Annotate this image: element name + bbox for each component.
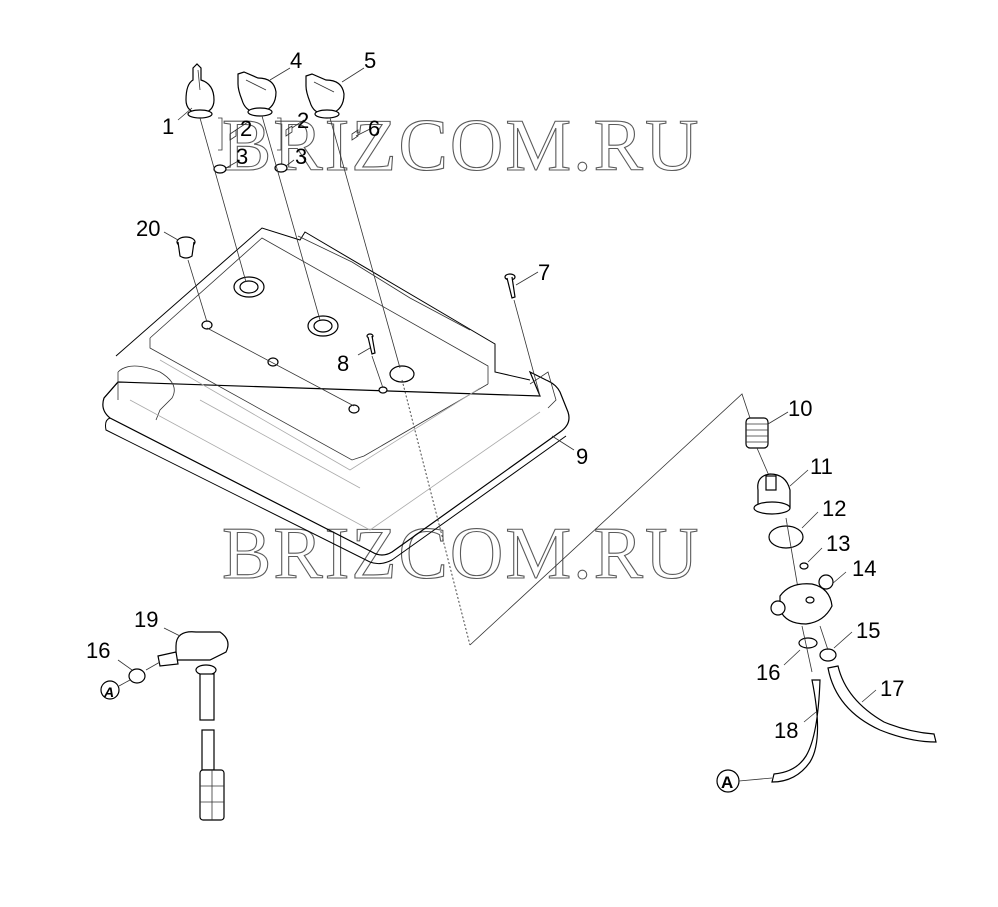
callout-3a: 3: [236, 144, 248, 169]
cap-part-11: [753, 473, 791, 515]
callout-3b: 3: [295, 144, 307, 169]
seal-parts-2-3-6: [213, 117, 359, 174]
oring-part-13: [799, 562, 809, 570]
watermark-bottom: BRIZCOM.RU: [222, 513, 700, 595]
clamp-part-16-right: [798, 625, 818, 673]
reference-marker-a-left: A: [100, 679, 131, 700]
cap-part-20: [176, 236, 196, 259]
callout-11: 11: [810, 454, 833, 479]
spring-part-10: [745, 417, 771, 479]
svg-text:A: A: [103, 684, 114, 700]
callout-2b: 2: [297, 108, 309, 133]
valve-body-part-14: [770, 574, 834, 625]
suction-pipe-part-19: [157, 631, 229, 821]
callout-16-right: 16: [756, 660, 780, 685]
reference-marker-a-right: A: [716, 769, 773, 793]
callout-20: 20: [136, 216, 160, 241]
clamp-part-15: [819, 625, 837, 662]
callout-7: 7: [538, 260, 550, 285]
callout-10: 10: [788, 396, 812, 421]
knob-part-1: [185, 63, 215, 119]
callout-12: 12: [822, 496, 846, 521]
callout-4: 4: [290, 48, 302, 73]
callout-9: 9: [576, 444, 588, 469]
leader-lines: [117, 67, 877, 723]
callout-18: 18: [774, 718, 798, 743]
callout-17: 17: [880, 676, 904, 701]
clamp-part-16-left: [128, 661, 161, 684]
callout-2a: 2: [240, 116, 252, 141]
callout-13: 13: [826, 531, 850, 556]
callout-6: 6: [368, 116, 380, 141]
callout-16-left: 16: [86, 638, 110, 663]
knob-part-4: [237, 71, 277, 117]
callout-labels: 1 2 2 3 3 4 5 6 7 8 9 10 11 12 13 14 15 …: [86, 48, 904, 743]
hose-part-18: [771, 679, 821, 783]
callout-1: 1: [162, 114, 174, 139]
callout-8: 8: [337, 351, 349, 376]
knob-part-5: [305, 73, 345, 119]
callout-15: 15: [856, 618, 880, 643]
bolt-part-7: [504, 273, 516, 299]
svg-text:A: A: [721, 773, 733, 792]
callout-5: 5: [364, 48, 376, 73]
callout-19: 19: [134, 607, 158, 632]
housing-part-9: [102, 227, 570, 565]
watermark-top: BRIZCOM.RU: [222, 105, 700, 187]
hose-part-17: [827, 665, 937, 743]
callout-14: 14: [852, 556, 876, 581]
pin-part-8: [366, 333, 376, 355]
